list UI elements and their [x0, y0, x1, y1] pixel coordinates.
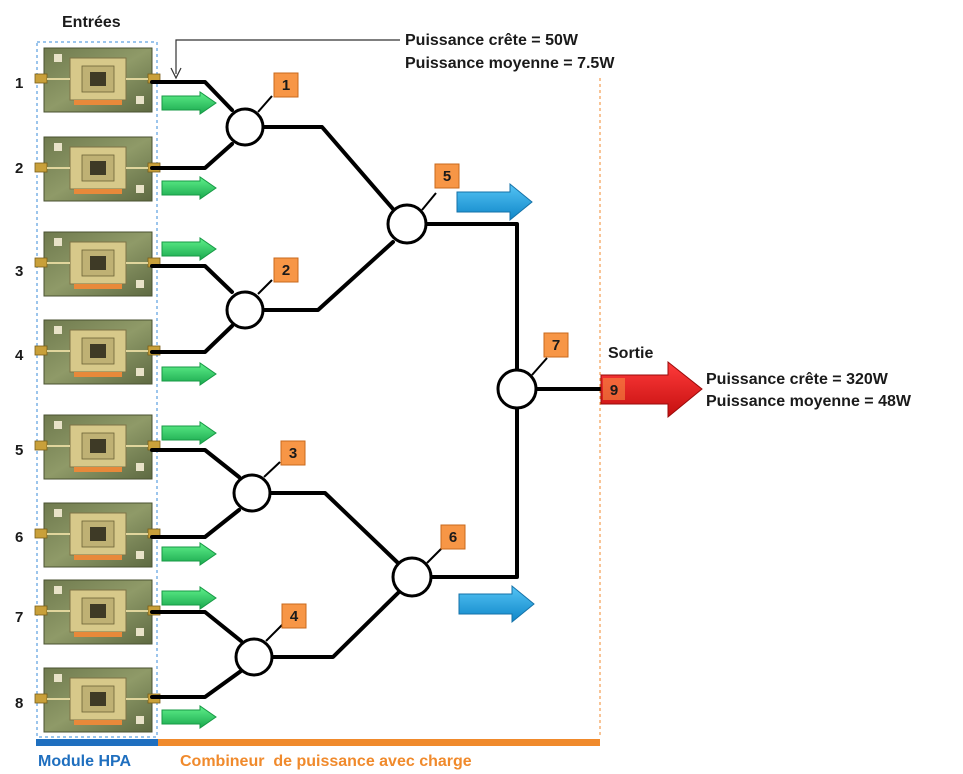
node-tag-4: 4	[290, 608, 299, 625]
combiner-node-3	[232, 473, 272, 513]
combiner-lines	[150, 80, 606, 699]
input-label-6: 6	[15, 529, 23, 546]
green-input-arrow	[161, 705, 217, 729]
inputs-title: Entrées	[62, 14, 121, 31]
hpa-module-frame	[36, 41, 158, 738]
input-label-7: 7	[15, 609, 23, 626]
hpa-module-image	[34, 667, 161, 733]
node-tag-2: 2	[282, 262, 290, 279]
hpa-module-image	[34, 319, 161, 385]
combiner-node-4	[234, 637, 274, 677]
green-input-arrow	[161, 586, 217, 610]
module-bar	[36, 739, 158, 746]
green-input-arrow	[161, 176, 217, 200]
combiner-node-7	[496, 368, 538, 410]
module-hpa-label: Module HPA	[38, 753, 131, 770]
input-label-8: 8	[15, 695, 23, 712]
green-input-arrow	[161, 237, 217, 261]
node-tag-1: 1	[282, 77, 290, 94]
combiner-node-1	[225, 107, 265, 147]
output-node-label: 9	[610, 382, 618, 399]
combiner-nodes	[225, 107, 538, 677]
hpa-module-images	[34, 47, 161, 733]
combiner-label: Combineur de puissance avec charge	[180, 753, 472, 770]
green-input-arrow	[161, 542, 217, 566]
hpa-module-image	[34, 231, 161, 297]
input-label-1: 1	[15, 75, 23, 92]
hpa-module-image	[34, 47, 161, 113]
green-input-arrow	[161, 362, 217, 386]
combiner-bar	[158, 739, 600, 746]
input-label-3: 3	[15, 263, 23, 280]
input-average-power: Puissance moyenne = 7.5W	[405, 55, 615, 72]
node-tag-3: 3	[289, 445, 297, 462]
input-label-4: 4	[15, 347, 24, 364]
input-power-pointer	[175, 39, 400, 74]
node-tag-6: 6	[449, 529, 457, 546]
hpa-module-image	[34, 136, 161, 202]
combiner-node-6	[391, 556, 433, 598]
intermediate-arrow-top	[456, 182, 533, 222]
input-label-5: 5	[15, 442, 23, 459]
output-average-power: Puissance moyenne = 48W	[706, 393, 912, 410]
combiner-node-5	[386, 203, 428, 245]
input-arrows	[161, 91, 217, 729]
combiner-node-2	[225, 290, 265, 330]
output-node-tag	[603, 378, 625, 400]
input-label-2: 2	[15, 160, 23, 177]
green-input-arrow	[161, 91, 217, 115]
sortie-label: Sortie	[608, 345, 653, 362]
green-input-arrow	[161, 421, 217, 445]
output-peak-power: Puissance crête = 320W	[706, 371, 889, 388]
hpa-module-image	[34, 502, 161, 568]
input-number-labels: 1 2 3 4 5 6 7 8	[15, 75, 24, 712]
output-arrow	[600, 360, 703, 419]
input-peak-power: Puissance crête = 50W	[405, 32, 579, 49]
node-tag-5: 5	[443, 168, 451, 185]
hpa-module-image	[34, 414, 161, 480]
node-tag-7: 7	[552, 337, 560, 354]
tag-connectors	[257, 95, 548, 642]
hpa-module-image	[34, 579, 161, 645]
node-tags: 1 2 3 4 5 6 7	[273, 72, 569, 629]
intermediate-arrow-bottom	[458, 584, 535, 624]
